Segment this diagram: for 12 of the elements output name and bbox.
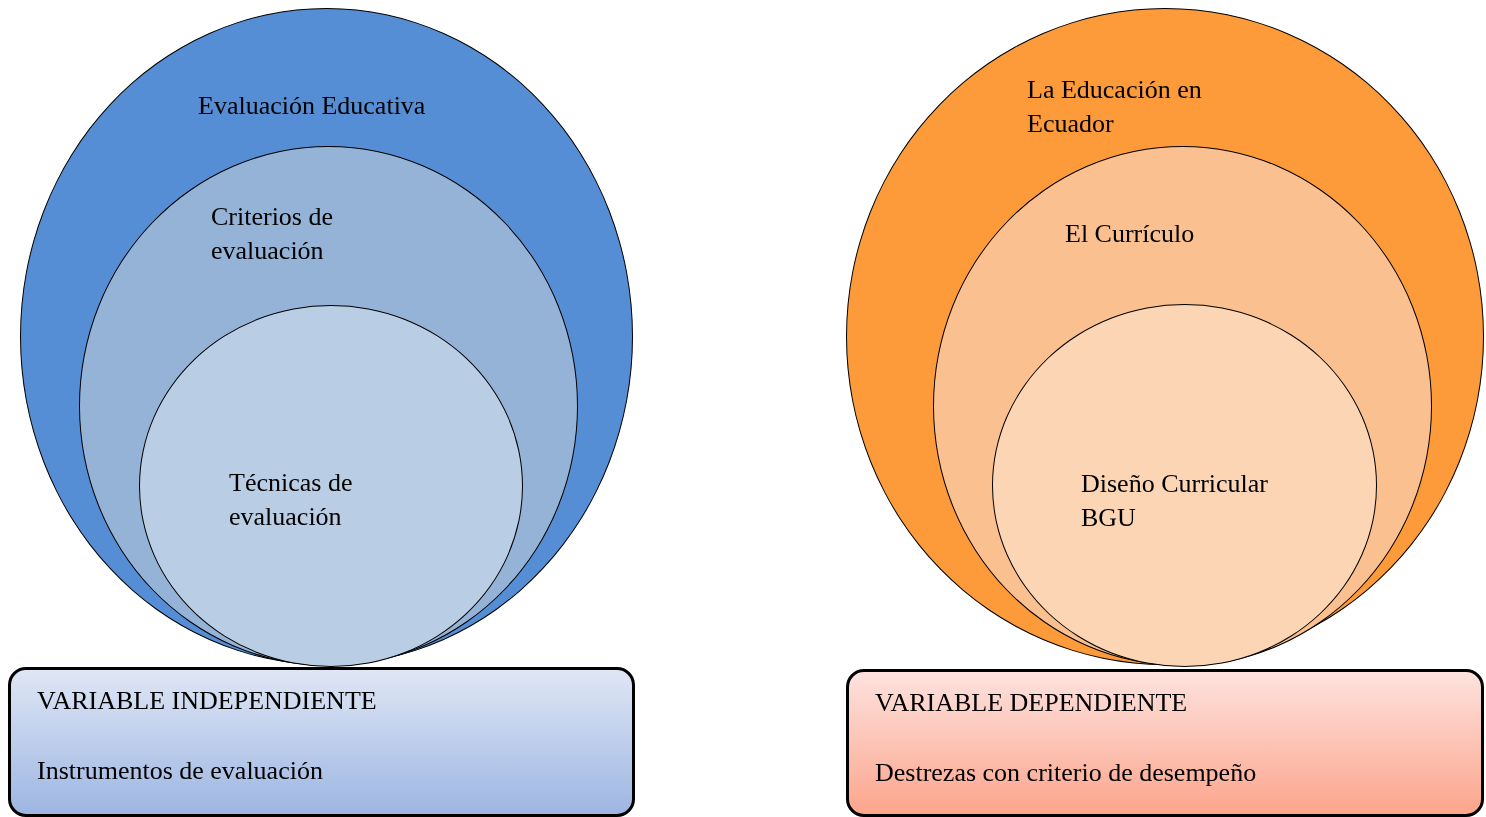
circle-label: La Educación en Ecuador [1027,74,1203,140]
box-heading: VARIABLE INDEPENDIENTE [37,685,378,717]
circle-label: El Currículo [1065,218,1196,250]
circle-label: Técnicas de evaluación [229,467,354,533]
box-text: Destrezas con criterio de desempeño [875,757,1258,789]
box-heading: VARIABLE DEPENDIENTE [875,687,1189,719]
circle-label: Criterios de evaluación [211,201,335,267]
circle-label: Evaluación Educativa [198,90,427,122]
box-text: Instrumentos de evaluación [37,755,324,787]
variable-box [846,669,1484,817]
variable-box [8,667,635,817]
circle-label: Diseño Curricular BGU [1081,468,1269,534]
